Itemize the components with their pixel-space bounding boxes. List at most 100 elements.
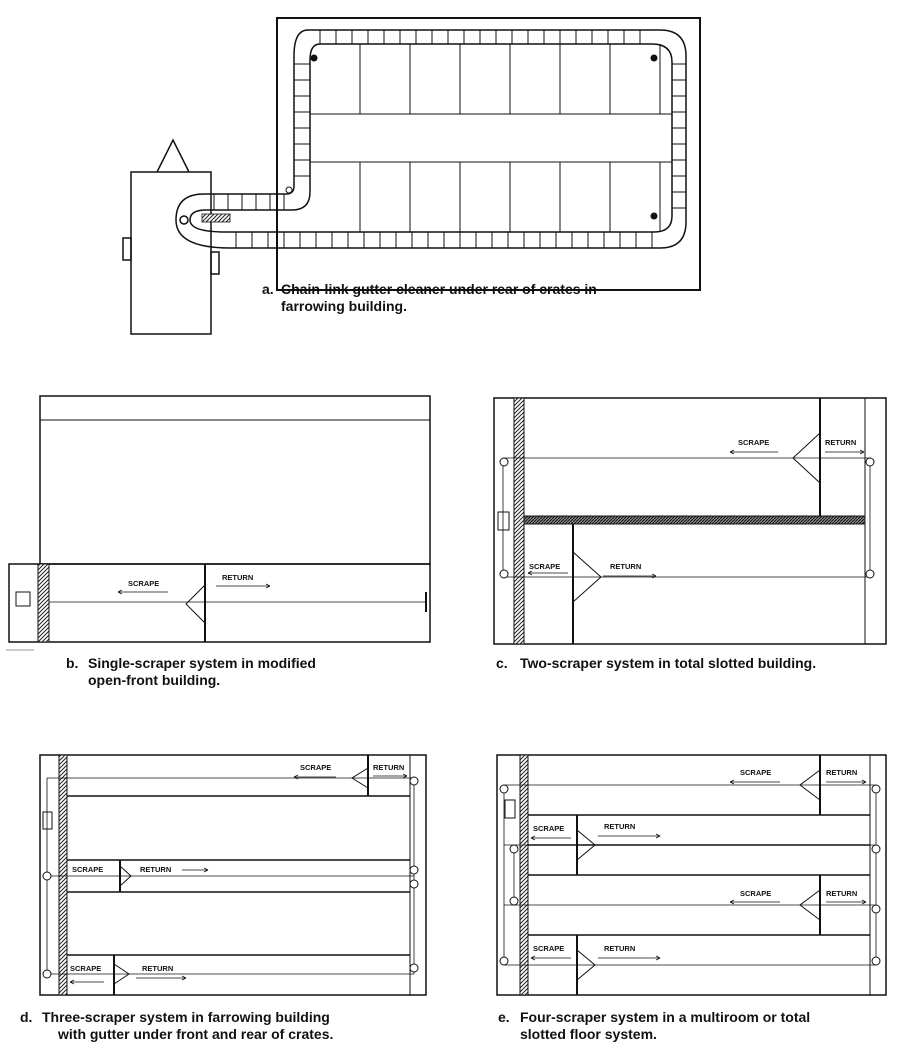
scrape-arrow (117, 589, 168, 595)
chain-links (213, 30, 686, 248)
panel-b: SCRAPE RETURN b. Single-scraper system i… (6, 395, 431, 688)
caption-letter-b: b. (66, 655, 78, 671)
pulley (499, 457, 509, 467)
return-label: RETURN (222, 573, 253, 582)
scraper-vee (185, 584, 206, 624)
panel-e: SCRAPE RETURN SCRAPE RETURN SCRAPE RETUR… (496, 754, 887, 1042)
pulley (509, 844, 519, 854)
drive-unit (504, 799, 516, 819)
return-label-3: RETURN (826, 889, 857, 898)
elevator-roof (156, 138, 190, 173)
return-arrow-3 (136, 975, 187, 981)
return-label-4: RETURN (604, 944, 635, 953)
drive-coupling (201, 213, 231, 223)
pulley (871, 956, 881, 966)
pulley (42, 871, 52, 881)
caption-b-line2: open-front building. (88, 672, 220, 688)
pulley (871, 844, 881, 854)
pulley (865, 457, 875, 467)
corner-sprocket (285, 186, 293, 194)
return-label-2: RETURN (610, 562, 641, 571)
center-alley (523, 515, 866, 525)
return-arrow-1 (826, 779, 867, 785)
return-label-2: RETURN (140, 865, 171, 874)
return-arrow (216, 583, 271, 589)
crate-grid (359, 44, 661, 232)
gutter-loop-outer (175, 29, 687, 249)
cross-gutter (58, 754, 68, 996)
cross-gutter (37, 563, 50, 643)
corner-sprocket (650, 212, 658, 220)
caption-c-line1: Two-scraper system in total slotted buil… (520, 655, 816, 671)
pulley (509, 896, 519, 906)
return-label-1: RETURN (825, 438, 856, 447)
return-arrow-3 (826, 899, 867, 905)
drive-sprocket (179, 215, 189, 225)
farrowing-building-outline (276, 17, 701, 291)
corner-sprocket (650, 54, 658, 62)
pulley (409, 776, 419, 786)
scrape-label: SCRAPE (128, 579, 159, 588)
scrape-label-3: SCRAPE (70, 964, 101, 973)
scrape-label-2: SCRAPE (529, 562, 560, 571)
return-arrow-2 (598, 833, 661, 839)
return-arrow-1 (825, 449, 865, 455)
cross-gutter (513, 397, 525, 645)
farrowing-building (39, 754, 427, 996)
multiroom-building (496, 754, 887, 996)
drive-unit (42, 811, 53, 830)
scrape-label-1: SCRAPE (300, 763, 331, 772)
scrape-arrow-2 (527, 570, 568, 576)
pulley (871, 904, 881, 914)
caption-b-line1: Single-scraper system in modified (88, 655, 316, 671)
cross-gutter (519, 754, 529, 996)
scrape-arrow-2 (530, 835, 571, 841)
return-label-1: RETURN (826, 768, 857, 777)
panel-a: a. Chain-link gutter cleaner under rear … (122, 17, 701, 335)
return-arrow-2 (603, 573, 657, 579)
caption-d-line2: with gutter under front and rear of crat… (57, 1026, 333, 1042)
pulley (499, 569, 509, 579)
slotted-building (493, 397, 887, 645)
scrape-arrow-3 (729, 899, 780, 905)
caption-a-line1: Chain-link gutter cleaner under rear of … (281, 281, 597, 297)
scrape-label-2: SCRAPE (72, 865, 103, 874)
caption-e-line2: slotted floor system. (520, 1026, 657, 1042)
scrape-arrow-1 (293, 774, 336, 780)
caption-d-line1: Three-scraper system in farrowing buildi… (42, 1009, 330, 1025)
pulley (42, 969, 52, 979)
pulley (499, 956, 509, 966)
caption-letter-e: e. (498, 1009, 510, 1025)
pulley (499, 784, 509, 794)
scrape-arrow-4 (530, 955, 571, 961)
scrape-arrow-1 (729, 449, 778, 455)
scrape-label-4: SCRAPE (533, 944, 564, 953)
return-arrow-1 (373, 773, 408, 779)
return-label-3: RETURN (142, 964, 173, 973)
caption-letter-a: a. (262, 281, 274, 297)
scrape-label-1: SCRAPE (740, 768, 771, 777)
motor-box-left (122, 237, 132, 261)
caption-letter-c: c. (496, 655, 508, 671)
pulley (871, 784, 881, 794)
scrape-label-3: SCRAPE (740, 889, 771, 898)
gutter-loop-inner (189, 43, 673, 233)
caption-a-line2: farrowing building. (281, 298, 407, 314)
return-arrow-2 (182, 867, 209, 873)
motor-box-right (210, 251, 220, 275)
pulley (409, 879, 419, 889)
panel-c: SCRAPE RETURN SCRAPE RETURN c. Two-scrap… (493, 397, 887, 671)
scrape-label-1: SCRAPE (738, 438, 769, 447)
drive-unit (497, 511, 510, 531)
panel-d: SCRAPE RETURN SCRAPE RETURN SCRAPE RETUR… (20, 754, 427, 1042)
pulley (409, 865, 419, 875)
elevator-housing (130, 171, 212, 335)
gutter-room (8, 563, 431, 643)
return-label-1: RETURN (373, 763, 404, 772)
pulley (865, 569, 875, 579)
open-front-building (39, 395, 431, 565)
scrape-arrow-3 (69, 979, 104, 985)
return-arrow-4 (598, 955, 661, 961)
